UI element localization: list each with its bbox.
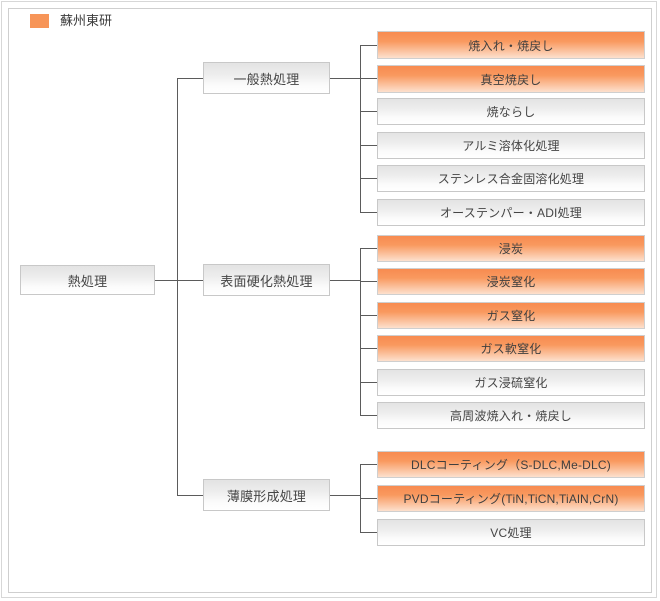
connector-branch-1-stub [330,78,360,79]
connector-to-branch-3 [177,495,203,496]
connector-root-stub [155,280,178,281]
leaf-stainless-solution-treatment[interactable]: ステンレス合金固溶化処理 [377,165,645,192]
connector-to-branch-2 [177,280,203,281]
legend: 蘇州東研 [30,14,112,28]
leaf-gas-soft-nitriding[interactable]: ガス軟窒化 [377,335,645,362]
connector-branch-1-leaf-5 [360,178,377,179]
leaf-gas-nitriding[interactable]: ガス窒化 [377,302,645,329]
node-branch-surface-hardening[interactable]: 表面硬化熱処理 [203,264,330,296]
connector-branch-3-leaf-2 [360,498,377,499]
connector-branch-2-leaf-2 [360,281,377,282]
connector-branch-1-leaf-2 [360,78,377,79]
connector-branch-3-stub [330,495,360,496]
connector-branch-2-leaf-1 [360,248,377,249]
connector-branch-3-leaf-3 [360,532,377,533]
connector-branch-3-leaf-1 [360,464,377,465]
leaf-quench-temper[interactable]: 焼入れ・焼戻し [377,31,645,59]
leaf-induction-quench-temper[interactable]: 高周波焼入れ・焼戻し [377,402,645,429]
leaf-austemper-adi[interactable]: オーステンパー・ADI処理 [377,199,645,226]
connector-branch-1-leaf-1 [360,45,377,46]
connector-branch-2-leaf-6 [360,415,377,416]
leaf-carburizing[interactable]: 浸炭 [377,235,645,262]
leaf-pvd-coating[interactable]: PVDコーティング(TiN,TiCN,TiAlN,CrN) [377,485,645,512]
leaf-gas-sulphonitriding[interactable]: ガス浸硫窒化 [377,369,645,396]
legend-label: 蘇州東研 [60,13,113,28]
connector-branch-1-trunk [360,45,361,212]
node-branch-thin-film[interactable]: 薄膜形成処理 [203,479,330,511]
connector-branch-2-leaf-3 [360,315,377,316]
node-root-heat-treatment[interactable]: 熱処理 [20,265,155,295]
connector-branch-1-leaf-4 [360,145,377,146]
connector-branch-2-leaf-4 [360,348,377,349]
connector-branch-1-leaf-6 [360,212,377,213]
connector-branch-2-leaf-5 [360,382,377,383]
connector-branch-2-stub [330,280,360,281]
leaf-aluminium-solution-treatment[interactable]: アルミ溶体化処理 [377,132,645,159]
leaf-vacuum-temper[interactable]: 真空焼戻し [377,65,645,93]
orange-square-swatch-icon [30,14,49,28]
connector-main-trunk [177,78,178,495]
connector-branch-1-leaf-3 [360,111,377,112]
connector-to-branch-1 [177,78,203,79]
leaf-vc-treatment[interactable]: VC処理 [377,519,645,546]
connector-branch-2-trunk [360,248,361,415]
leaf-dlc-coating[interactable]: DLCコーティング（S-DLC,Me-DLC) [377,451,645,478]
leaf-carbonitriding[interactable]: 浸炭窒化 [377,268,645,295]
leaf-normalizing[interactable]: 焼ならし [377,98,645,125]
node-branch-general-heat-treatment[interactable]: 一般熱処理 [203,62,330,94]
